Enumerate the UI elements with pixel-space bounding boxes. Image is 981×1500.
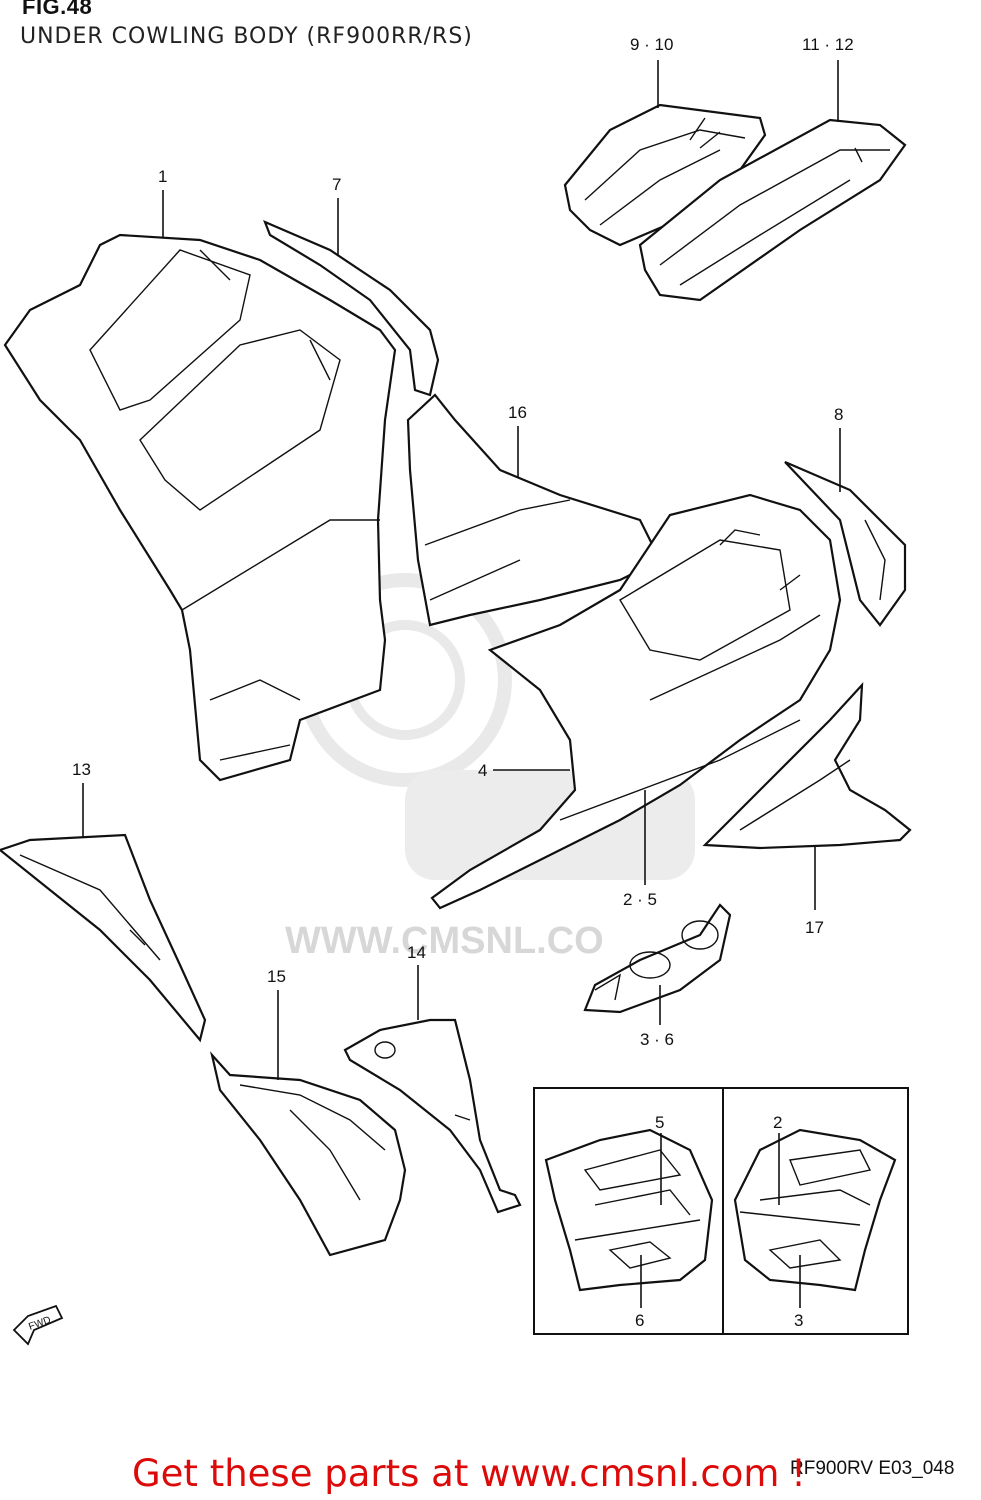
callout-4: 4 (478, 761, 487, 780)
part-3-6-emblem[interactable] (583, 903, 732, 1014)
forward-arrow-icon: FWD (12, 1304, 64, 1346)
part-4-lower-cowl[interactable] (430, 493, 842, 910)
callout-1: 1 (158, 167, 167, 186)
callout-9-10: 9 · 10 (630, 35, 673, 54)
watermark-text: WWW.CMSNL.CO (285, 920, 604, 962)
variant-inset-box: 5 6 2 3 (533, 1087, 909, 1335)
drawing-reference-code: RF900RV E03_048 (790, 1458, 955, 1479)
parts-shop-link[interactable]: Get these parts at www.cmsnl.com ! (132, 1452, 807, 1495)
inset-callout-6: 6 (635, 1311, 644, 1330)
part-13-side-piece[interactable] (0, 833, 207, 1043)
variant-right-cowl[interactable] (733, 1128, 897, 1292)
part-1-upper-cowl[interactable] (3, 233, 397, 782)
callout-11-12: 11 · 12 (802, 35, 854, 54)
inset-callout-3: 3 (794, 1311, 803, 1330)
part-14-bracket[interactable] (343, 1018, 522, 1214)
callout-14: 14 (407, 943, 426, 962)
inset-callout-5: 5 (655, 1113, 664, 1132)
part-8-side-piece[interactable] (784, 460, 907, 627)
callout-15: 15 (267, 967, 286, 986)
callout-3-6: 3 · 6 (640, 1030, 674, 1049)
figure-number: FIG.48 (22, 0, 93, 19)
leader-lines (82, 60, 841, 1080)
part-11-12-duct[interactable] (638, 118, 907, 302)
part-17-side-panel[interactable] (702, 681, 912, 850)
callout-8: 8 (834, 405, 843, 424)
inset-callout-2: 2 (773, 1113, 782, 1132)
callout-2-5: 2 · 5 (623, 890, 657, 909)
part-7-trim[interactable] (263, 219, 440, 397)
callout-labels: 1 7 9 · 10 11 · 12 16 8 4 2 · 5 17 3 · 6… (72, 35, 854, 1049)
callout-13: 13 (72, 760, 91, 779)
part-15-inner-duct[interactable] (209, 1051, 407, 1257)
callout-17: 17 (805, 918, 824, 937)
diagram-title: UNDER COWLING BODY (RF900RR/RS) (20, 24, 473, 49)
callout-16: 16 (508, 403, 527, 422)
variant-left-cowl[interactable] (544, 1128, 714, 1292)
callout-7: 7 (332, 175, 341, 194)
